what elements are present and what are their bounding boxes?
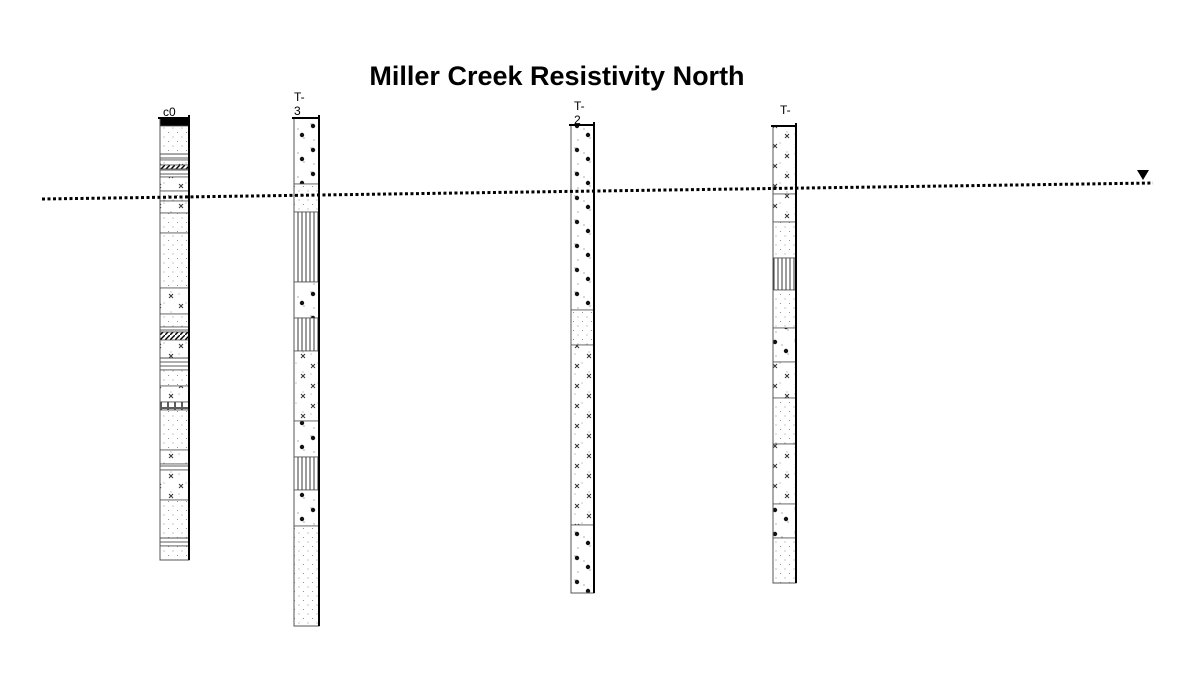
layer-silty xyxy=(159,176,190,192)
layer-gravel xyxy=(570,124,595,311)
layer-silty xyxy=(159,449,190,465)
layer-sand xyxy=(772,397,797,445)
layer-lines xyxy=(159,168,190,178)
layer-gravel xyxy=(293,420,320,458)
layer-silty xyxy=(293,350,320,422)
layer-sand xyxy=(159,545,190,561)
borehole-label: T-2 xyxy=(574,99,585,127)
layer-silty xyxy=(159,159,190,166)
layer-gravel xyxy=(293,281,320,319)
layer-sand xyxy=(159,232,190,289)
layer-blocks xyxy=(159,401,190,411)
layer-clay xyxy=(293,317,320,352)
borehole-3: T- xyxy=(771,103,797,584)
layer-clay xyxy=(293,456,320,491)
layer-sand xyxy=(772,537,797,584)
layer-lines xyxy=(159,153,190,161)
layer-sand xyxy=(772,221,797,259)
layer-sand xyxy=(159,313,190,328)
boreholes: c0 T-3 T-2 T- xyxy=(158,90,797,627)
borehole-1: T-3 xyxy=(292,90,320,627)
water-table-marker-icon xyxy=(1137,170,1149,180)
layer-sand xyxy=(293,525,320,627)
borehole-label: c0 xyxy=(163,105,176,119)
layer-gravel xyxy=(293,489,320,527)
borehole-label: T-3 xyxy=(294,90,305,118)
layer-sand xyxy=(159,409,190,451)
layer-gravel xyxy=(293,117,320,185)
layer-clay xyxy=(293,211,320,283)
layer-lines xyxy=(159,357,190,371)
layer-clay xyxy=(772,257,797,291)
layer-lines xyxy=(159,537,190,547)
layer-hatched xyxy=(159,331,190,341)
layer-hatched xyxy=(159,164,190,170)
layer-silty xyxy=(159,385,190,403)
layer-sand xyxy=(293,183,320,213)
layer-silty xyxy=(159,200,190,214)
water-table xyxy=(41,170,1154,201)
layer-lines xyxy=(159,326,190,333)
borehole-label: T- xyxy=(780,103,791,117)
diagram-title: Miller Creek Resistivity North xyxy=(369,61,744,91)
layer-sand xyxy=(159,369,190,387)
layer-solid xyxy=(159,117,190,127)
layer-lines xyxy=(159,463,190,471)
layer-gravel xyxy=(772,503,797,539)
layer-silty xyxy=(772,443,797,505)
layer-sand xyxy=(570,309,595,346)
layer-silty xyxy=(159,469,190,501)
borehole-2: T-2 xyxy=(569,99,595,594)
borehole-0: c0 xyxy=(158,105,190,561)
water-table-line xyxy=(41,181,1154,201)
layer-gravel xyxy=(772,327,797,363)
layer-gravel xyxy=(570,524,595,594)
layer-sand xyxy=(159,125,190,155)
layer-silty xyxy=(570,344,595,526)
layer-sand xyxy=(159,499,190,539)
layer-silty xyxy=(159,339,190,359)
layer-silty xyxy=(772,361,797,399)
layer-silty xyxy=(772,193,797,223)
layer-silty xyxy=(159,287,190,315)
layer-sand xyxy=(159,212,190,234)
layer-silty xyxy=(772,125,797,195)
layer-sand xyxy=(772,289,797,329)
